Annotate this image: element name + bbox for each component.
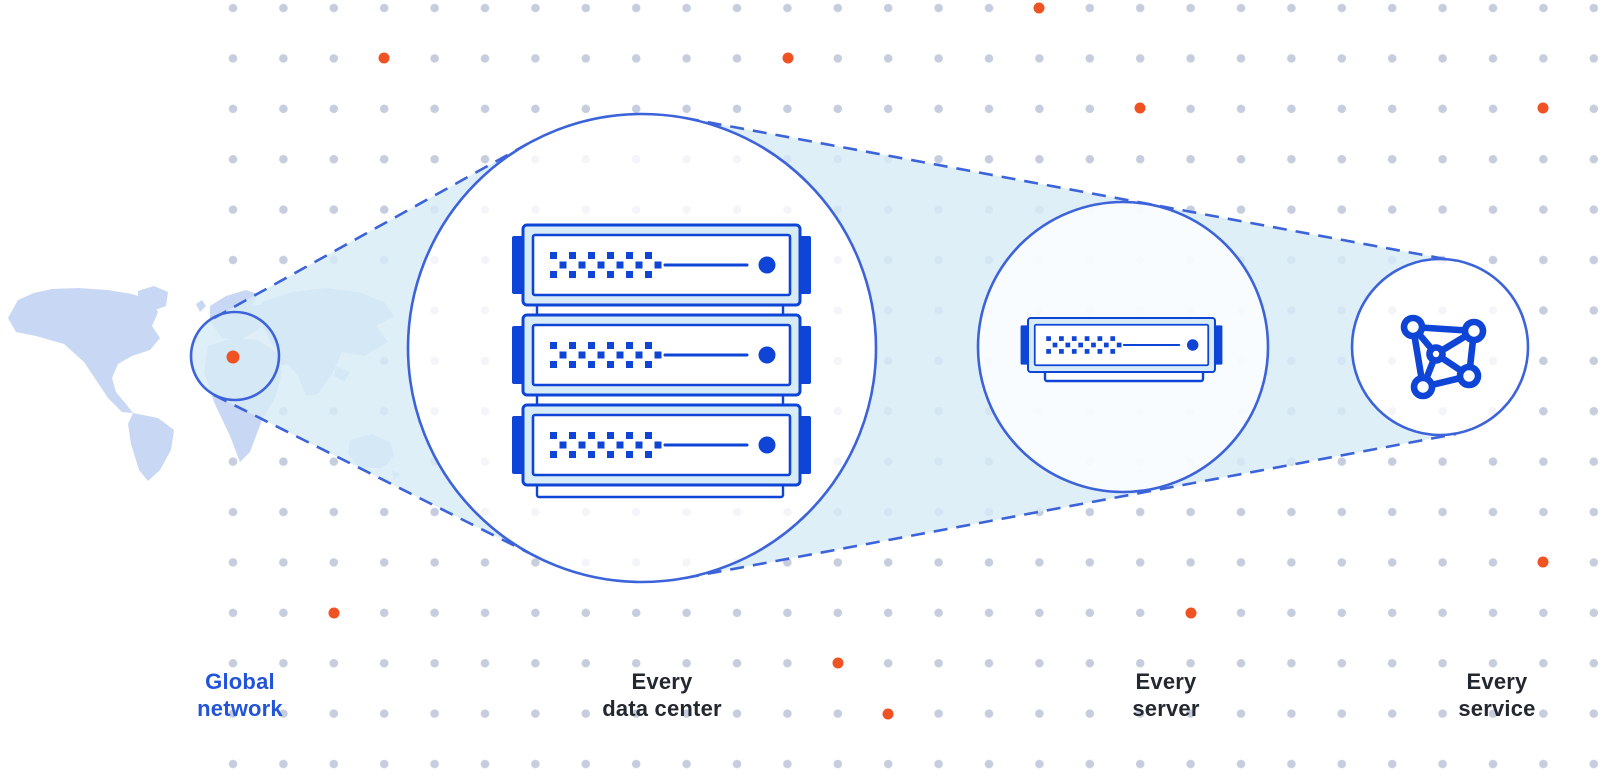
server-icon bbox=[510, 313, 813, 397]
map-location-dot-icon bbox=[226, 350, 240, 364]
data-center-group bbox=[406, 112, 878, 584]
server-group bbox=[976, 200, 1270, 494]
dashed-zoom-lines bbox=[213, 116, 1457, 580]
zoom-beam-left bbox=[191, 143, 530, 553]
label-line: Every bbox=[1135, 669, 1197, 694]
label-line: Every bbox=[1466, 669, 1528, 694]
label-every-service: Every service bbox=[1458, 668, 1535, 722]
service-group bbox=[1350, 257, 1530, 437]
label-line: Every bbox=[631, 669, 693, 694]
label-global-network: Global network bbox=[197, 668, 283, 722]
server-rack-icon bbox=[510, 223, 813, 499]
label-line: data center bbox=[602, 696, 722, 721]
mesh-network-icon bbox=[1400, 314, 1487, 400]
label-line: server bbox=[1132, 696, 1200, 721]
server-icon bbox=[510, 403, 813, 487]
label-line: Global bbox=[205, 669, 275, 694]
label-line: network bbox=[197, 696, 283, 721]
label-every-server: Every server bbox=[1132, 668, 1199, 722]
dashed-tangent-line bbox=[684, 432, 1457, 580]
server-icon bbox=[1019, 316, 1224, 383]
label-every-data-center: Every data center bbox=[602, 668, 722, 722]
dashed-tangent-line bbox=[684, 116, 1457, 263]
globe-focus-circle-icon bbox=[189, 310, 281, 402]
dashed-tangent-line bbox=[213, 393, 530, 555]
dashed-tangent-line bbox=[213, 141, 530, 320]
server-icon bbox=[510, 223, 813, 307]
label-line: service bbox=[1458, 696, 1536, 721]
orange-accent-dots bbox=[328, 2, 1549, 720]
